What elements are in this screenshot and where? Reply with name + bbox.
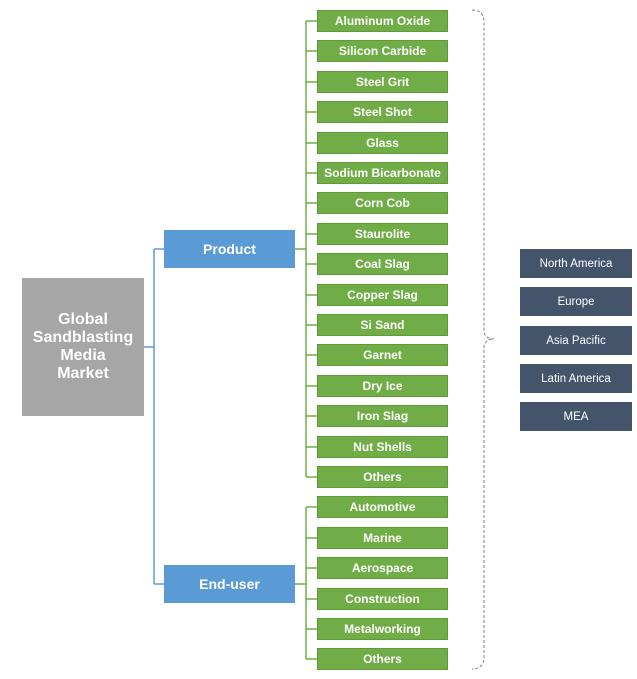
leaf-end-user-metalworking: Metalworking (317, 618, 448, 640)
leaf-product-copper-slag: Copper Slag (317, 284, 448, 306)
leaf-product-aluminum-oxide: Aluminum Oxide (317, 10, 448, 32)
leaf-product-others: Others (317, 466, 448, 488)
region-north-america: North America (520, 249, 632, 278)
leaf-product-staurolite: Staurolite (317, 223, 448, 245)
leaf-end-user-automotive: Automotive (317, 496, 448, 518)
leaf-product-nut-shells: Nut Shells (317, 436, 448, 458)
root-label-line-4: Market (57, 365, 109, 382)
leaf-end-user-marine: Marine (317, 527, 448, 549)
root-label-line-1: Global (58, 311, 108, 328)
leaf-product-silicon-carbide: Silicon Carbide (317, 40, 448, 62)
leaf-product-steel-shot: Steel Shot (317, 101, 448, 123)
leaf-end-user-construction: Construction (317, 588, 448, 610)
region-asia-pacific: Asia Pacific (520, 326, 632, 355)
root-label-line-2: Sandblasting (32, 329, 134, 346)
leaf-product-coal-slag: Coal Slag (317, 253, 448, 275)
region-mea: MEA (520, 402, 632, 431)
leaf-product-iron-slag: Iron Slag (317, 405, 448, 427)
leaf-product-corn-cob: Corn Cob (317, 192, 448, 214)
root-label-line-3: Media (60, 347, 106, 364)
leaf-product-dry-ice: Dry Ice (317, 375, 448, 397)
leaf-end-user-others: Others (317, 648, 448, 670)
region-brace (471, 9, 495, 670)
leaf-product-glass: Glass (317, 132, 448, 154)
region-europe: Europe (520, 287, 632, 316)
leaf-product-sodium-bicarbonate: Sodium Bicarbonate (317, 162, 448, 184)
region-latin-america: Latin America (520, 364, 632, 393)
category-product: Product (164, 230, 295, 268)
leaf-product-steel-grit: Steel Grit (317, 71, 448, 93)
leaf-end-user-aerospace: Aerospace (317, 557, 448, 579)
leaf-product-garnet: Garnet (317, 344, 448, 366)
root-node: Global Sandblasting Media Market (22, 278, 144, 416)
leaf-product-si-sand: Si Sand (317, 314, 448, 336)
category-end-user: End-user (164, 565, 295, 603)
